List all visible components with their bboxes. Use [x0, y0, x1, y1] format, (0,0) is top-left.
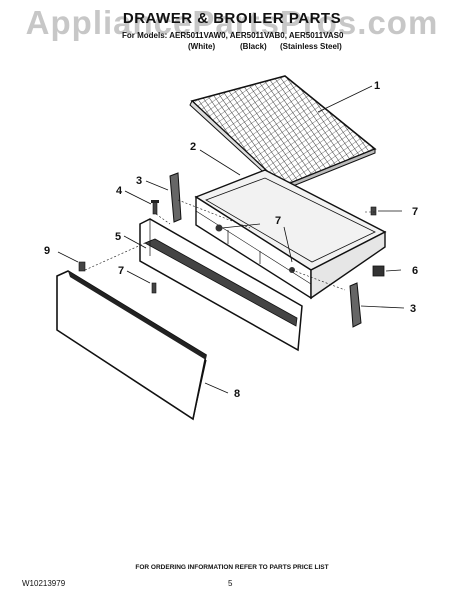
broiler-grid — [189, 75, 377, 192]
callout-2: 2 — [190, 141, 196, 153]
callout-3-top: 3 — [136, 175, 142, 187]
drawer-front-frame — [139, 218, 303, 352]
callout-7-bottom: 7 — [118, 265, 124, 277]
variant-black: (Black) — [240, 42, 267, 51]
screw-part-7-center — [215, 224, 223, 232]
page-title: DRAWER & BROILER PARTS — [122, 10, 342, 27]
drawer-front-panel — [56, 270, 207, 421]
screw-part-4 — [151, 200, 159, 215]
broiler-pan — [194, 169, 387, 300]
callout-9: 9 — [44, 245, 50, 257]
clip-part-6 — [372, 265, 385, 277]
callout-5: 5 — [115, 231, 121, 243]
callout-1: 1 — [374, 80, 380, 92]
callout-8: 8 — [234, 388, 240, 400]
screw-part-7-bottom — [151, 282, 157, 294]
screw-part-9 — [78, 261, 86, 272]
callout-6: 6 — [412, 265, 418, 277]
callout-7-center: 7 — [275, 215, 281, 227]
drawer-support-right — [349, 282, 362, 328]
ordering-info: FOR ORDERING INFORMATION REFER TO PARTS … — [135, 564, 329, 571]
document-number: W10213979 — [22, 579, 66, 588]
leader-lines — [57, 85, 405, 394]
callout-4: 4 — [116, 185, 123, 197]
model-numbers: For Models: AER5011VAW0, AER5011VAB0, AE… — [122, 31, 344, 40]
drawer-support-left — [169, 172, 182, 223]
callout-3-bottom: 3 — [410, 303, 416, 315]
callout-7-top-right: 7 — [412, 206, 418, 218]
page-number: 5 — [228, 579, 233, 588]
variant-white: (White) — [188, 42, 216, 51]
variant-stainless: (Stainless Steel) — [280, 42, 342, 51]
screw-part-7-top-right — [370, 206, 377, 216]
